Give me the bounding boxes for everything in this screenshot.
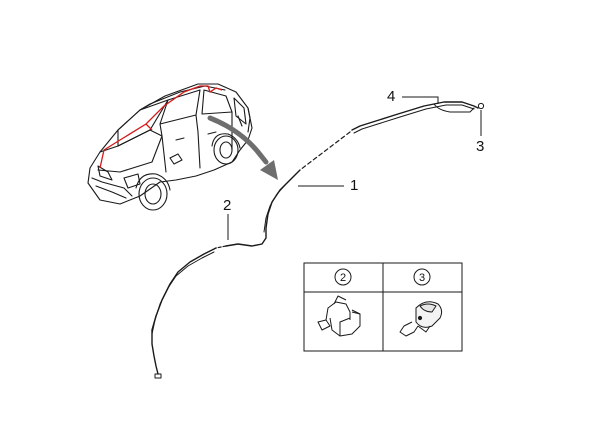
washer-hose-assembly [151, 101, 485, 379]
leader-lines [227, 96, 482, 240]
detail-cell-2-number: 2 [340, 272, 346, 284]
callout-1: 1 [350, 177, 359, 194]
callout-2: 2 [223, 197, 232, 214]
detail-cell-3-number: 3 [419, 272, 425, 284]
callout-4: 4 [387, 88, 396, 105]
callout-3: 3 [476, 138, 485, 155]
vehicle-illustration [87, 83, 253, 211]
washer-hose-highlight-branch [145, 123, 153, 131]
washer-nozzle-illustration [399, 301, 443, 337]
washer-hose-highlight [99, 85, 223, 169]
direction-arrow [207, 115, 278, 180]
detail-table: 2 3 [303, 262, 463, 352]
hose-clip-illustration [317, 295, 361, 337]
